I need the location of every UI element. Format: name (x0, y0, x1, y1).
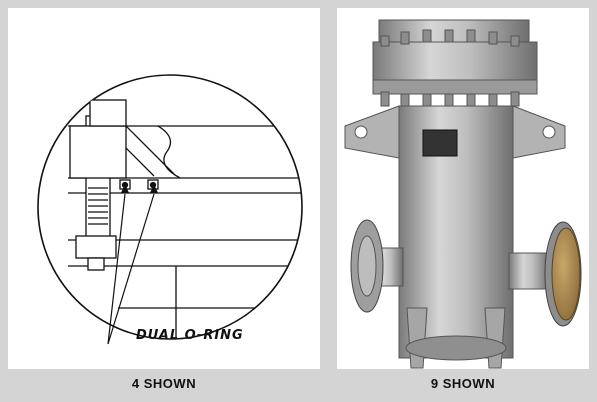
o-ring-detail-svg (37, 74, 303, 345)
left-caption: 4 SHOWN (131, 376, 197, 391)
nameplate (422, 129, 458, 157)
support-leg (406, 307, 428, 369)
strainer-vessel-svg (344, 19, 582, 369)
detail-circle (37, 74, 303, 340)
flange-section (68, 99, 302, 338)
left-lug (344, 105, 400, 159)
right-lug (512, 105, 566, 159)
outlet-flange (551, 227, 581, 321)
dual-o-ring-label: DUAL O-RING (136, 328, 244, 343)
leader-lines (107, 184, 158, 345)
top-cover-flange (372, 41, 538, 81)
right-caption: 9 SHOWN (430, 376, 496, 391)
strainer-vessel-illustration (337, 8, 589, 369)
o-ring-detail-drawing: DUAL O-RING (8, 8, 320, 369)
cover-bolts (380, 29, 520, 109)
